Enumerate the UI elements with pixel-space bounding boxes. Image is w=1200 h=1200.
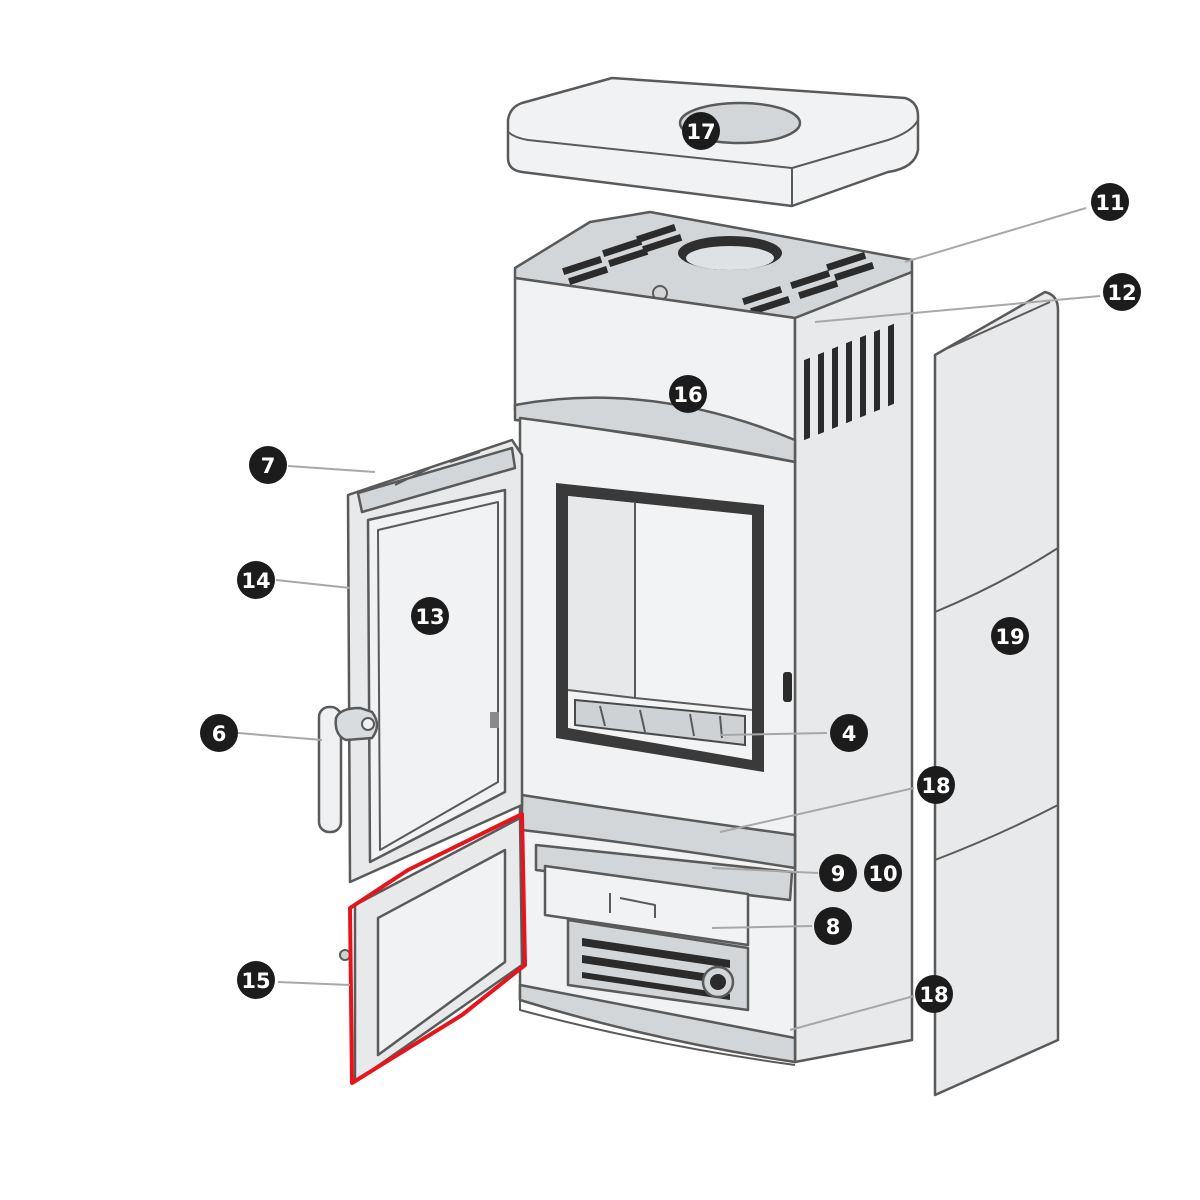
callout-12: 12 bbox=[1103, 273, 1141, 311]
callout-18-lower-label: 18 bbox=[919, 983, 948, 1007]
callout-4-label: 4 bbox=[842, 722, 857, 746]
callout-15-label: 15 bbox=[241, 969, 270, 993]
callout-6: 6 bbox=[200, 714, 238, 752]
callout-16-label: 16 bbox=[673, 383, 702, 407]
firebox-window bbox=[556, 483, 764, 772]
callout-17-label: 17 bbox=[686, 120, 715, 144]
door-handle bbox=[317, 705, 379, 834]
upper-door-open bbox=[346, 438, 524, 884]
callout-16: 16 bbox=[669, 375, 707, 413]
side-vents bbox=[804, 323, 894, 441]
callout-14: 14 bbox=[237, 561, 275, 599]
callout-7-label: 7 bbox=[261, 454, 276, 478]
callout-12-label: 12 bbox=[1107, 281, 1136, 305]
callout-13-label: 13 bbox=[415, 605, 444, 629]
callout-10-label: 10 bbox=[868, 862, 897, 886]
callout-18-lower: 18 bbox=[915, 975, 953, 1013]
callout-4: 4 bbox=[830, 714, 868, 752]
lower-door-open bbox=[339, 812, 527, 1085]
highlight-outline bbox=[348, 812, 527, 1085]
leader-lines bbox=[237, 207, 1101, 1031]
callout-8-label: 8 bbox=[826, 915, 841, 939]
stove-body bbox=[513, 210, 914, 1066]
callout-13: 13 bbox=[411, 597, 449, 635]
callout-10: 10 bbox=[864, 854, 902, 892]
side-cladding-panel bbox=[933, 290, 1060, 1097]
callout-7: 7 bbox=[249, 446, 287, 484]
top-vents bbox=[562, 223, 875, 315]
callout-6-label: 6 bbox=[212, 722, 227, 746]
callout-11-label: 11 bbox=[1095, 191, 1124, 215]
callout-9-label: 9 bbox=[831, 862, 846, 886]
callout-19: 19 bbox=[991, 617, 1029, 655]
callout-18-upper-label: 18 bbox=[921, 774, 950, 798]
callout-8: 8 bbox=[814, 907, 852, 945]
callout-18-upper: 18 bbox=[917, 766, 955, 804]
callout-9: 9 bbox=[819, 854, 857, 892]
callout-11: 11 bbox=[1091, 183, 1129, 221]
callout-19-label: 19 bbox=[995, 625, 1024, 649]
callout-17: 17 bbox=[682, 112, 720, 150]
callout-15: 15 bbox=[237, 961, 275, 999]
callout-14-label: 14 bbox=[241, 569, 270, 593]
